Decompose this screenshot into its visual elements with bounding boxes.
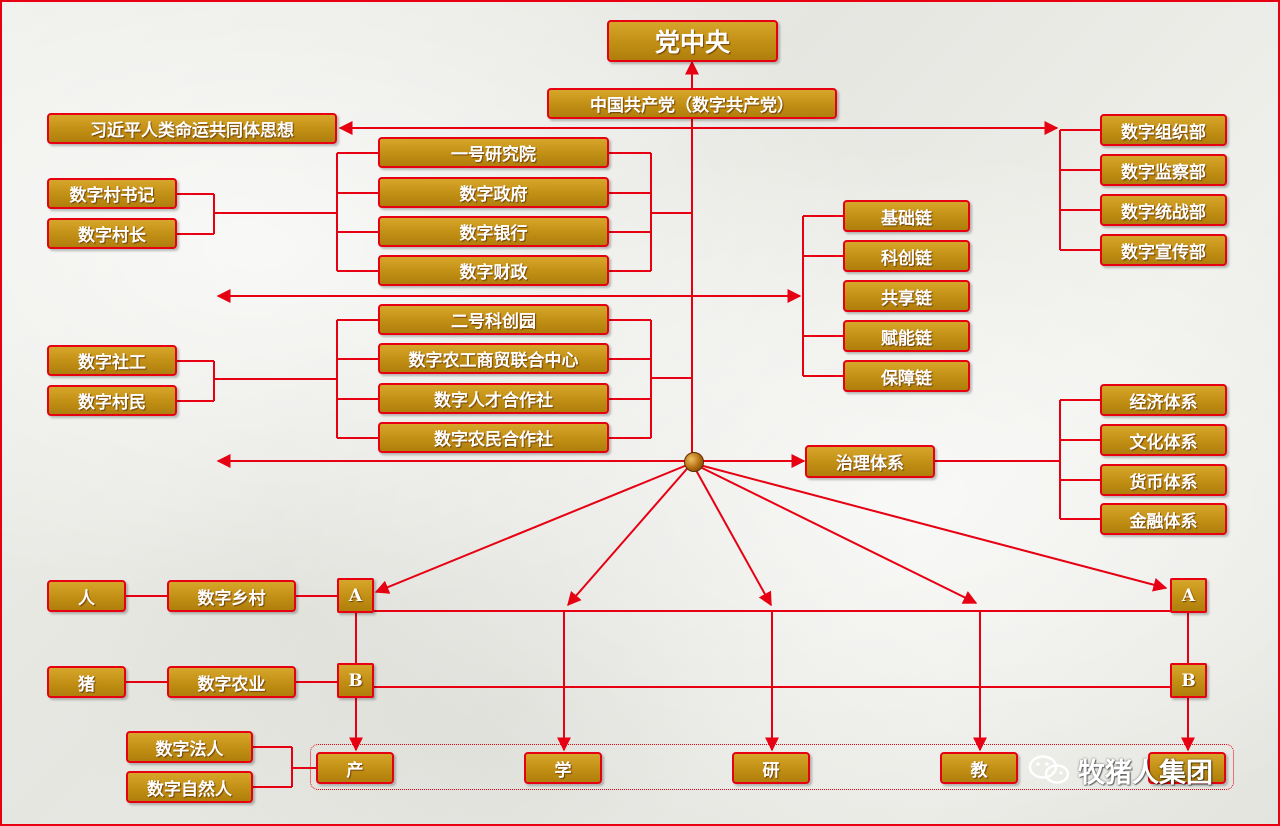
institution-2-node: 数字政府 [378, 177, 609, 208]
institution-3-node: 数字银行 [378, 216, 609, 247]
marker-b-left: B [337, 663, 374, 698]
chain-5-node: 保障链 [843, 360, 970, 392]
social-worker-node: 数字社工 [47, 345, 177, 376]
department-2-node: 数字监察部 [1100, 154, 1227, 186]
institution-1-node: 一号研究院 [378, 137, 609, 168]
system-3-node: 货币体系 [1100, 464, 1227, 496]
ideology-node: 习近平人类命运共同体思想 [47, 113, 337, 144]
digital-agriculture-node: 数字农业 [167, 666, 296, 698]
institution-6-node: 数字农工商贸联合中心 [378, 343, 609, 374]
outcome-production-node: 产 [316, 752, 394, 784]
outcome-research-node: 研 [732, 752, 810, 784]
wechat-icon [1028, 755, 1070, 784]
chain-2-node: 科创链 [843, 240, 970, 272]
villager-node: 数字村民 [47, 385, 177, 416]
marker-a-left: A [337, 578, 374, 613]
natural-person-node: 数字自然人 [126, 771, 253, 803]
institution-8-node: 数字农民合作社 [378, 422, 609, 453]
party-central-node: 党中央 [607, 20, 778, 62]
governance-node: 治理体系 [805, 445, 935, 478]
party-node: 中国共产党（数字共产党） [547, 88, 837, 119]
institution-5-node: 二号科创园 [378, 304, 609, 335]
watermark: 牧猪人集团 [1026, 750, 1213, 790]
chain-3-node: 共享链 [843, 280, 970, 312]
marker-a-right: A [1170, 578, 1207, 613]
outcome-hidden-node [1148, 752, 1226, 784]
marker-b-right: B [1170, 663, 1207, 698]
person-node: 人 [47, 580, 126, 612]
department-3-node: 数字统战部 [1100, 194, 1227, 226]
digital-village-node: 数字乡村 [167, 580, 296, 612]
watermark-text: 牧猪人集团 [1078, 757, 1213, 789]
department-4-node: 数字宣传部 [1100, 234, 1227, 266]
department-1-node: 数字组织部 [1100, 114, 1227, 146]
outcome-teaching-node: 教 [940, 752, 1018, 784]
village-head-node: 数字村长 [47, 218, 177, 249]
legal-person-node: 数字法人 [126, 731, 253, 763]
hub-node [684, 452, 704, 472]
institution-4-node: 数字财政 [378, 255, 609, 286]
institution-7-node: 数字人才合作社 [378, 383, 609, 414]
outcome-study-node: 学 [524, 752, 602, 784]
outcome-group-frame [310, 744, 1234, 790]
chain-4-node: 赋能链 [843, 320, 970, 352]
chain-1-node: 基础链 [843, 200, 970, 232]
system-4-node: 金融体系 [1100, 503, 1227, 535]
pig-node: 猪 [47, 666, 126, 698]
village-secretary-node: 数字村书记 [47, 178, 177, 209]
system-2-node: 文化体系 [1100, 424, 1227, 456]
system-1-node: 经济体系 [1100, 384, 1227, 416]
